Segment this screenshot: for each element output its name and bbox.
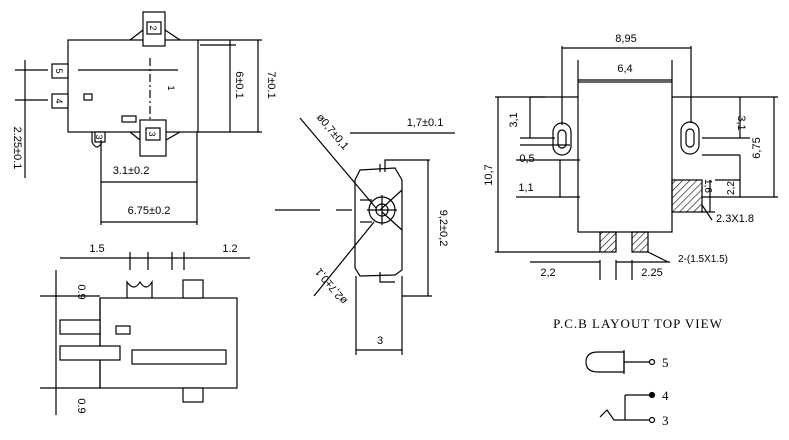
pcb-dim-pad-h: 2,2 <box>726 181 737 195</box>
schematic <box>585 350 656 424</box>
pcb-left-slot <box>552 122 572 156</box>
dim-2-25: 2.25±0.1 <box>11 127 23 170</box>
schematic-pin-4: 4 <box>662 388 669 403</box>
pcb-right-slot <box>680 121 700 155</box>
pcb-dim-slot-width: 0,5 <box>519 153 534 165</box>
pcb-small-pad-1 <box>599 231 617 253</box>
pcb-small-pad-2 <box>631 231 649 253</box>
pcb-dim-right-height: 6,75 <box>751 137 763 158</box>
front-pin-5-label: 5 <box>54 68 64 73</box>
front-pin-1-label: 1 <box>166 85 176 90</box>
pcb-large-pad <box>671 179 703 213</box>
dim-1-5: 1.5 <box>89 243 104 255</box>
dim-0-9-top: 0.9 <box>75 284 87 299</box>
schematic-pin-3: 3 <box>662 413 669 428</box>
front-body <box>67 39 199 133</box>
bottom-view <box>40 252 250 415</box>
pcb-outline <box>577 81 673 233</box>
dim-3-1: 3.1±0.2 <box>113 165 150 177</box>
dim-wall: 1,7±0.1 <box>407 117 444 129</box>
dim-6: 6±0.1 <box>233 71 245 98</box>
front-pin-4-label: 4 <box>54 98 64 103</box>
dim-depth: 3 <box>377 335 383 347</box>
pcb-dim-right-offset: 3,1 <box>735 115 747 130</box>
pcb-caption: P.C.B LAYOUT TOP VIEW <box>553 316 723 331</box>
pin-5-tab <box>51 63 69 79</box>
dim-outer-dia: ø2,7±0,1 <box>313 265 350 306</box>
dim-hole: ø0,7±0,1 <box>314 112 351 153</box>
pcb-layout <box>495 46 778 280</box>
bottom-body <box>99 297 238 389</box>
pcb-dim-pad-size: 2.3X1.8 <box>716 213 754 225</box>
front-view <box>15 11 262 225</box>
pcb-dim-height: 10,7 <box>483 164 495 185</box>
pin-lower-tab <box>139 119 167 157</box>
pcb-dim-pad-w: 1,6 <box>702 179 713 193</box>
side-body <box>354 167 403 277</box>
pcb-dim-small-pads: 2-(1.5X1.5) <box>678 254 728 265</box>
pcb-dim-slot-pos: 1,1 <box>518 182 533 194</box>
front-pin-2-label: 2 <box>148 25 158 30</box>
dim-7: 7±0.1 <box>265 71 277 98</box>
pcb-dim-bottom-left: 2,2 <box>540 267 555 279</box>
front-pin-lower-label: 3 <box>147 131 157 136</box>
front-pin-3-label: 3 <box>94 134 104 139</box>
dim-0-9-bottom: 0.9 <box>75 398 87 413</box>
pcb-dim-inner: 6,4 <box>617 63 632 75</box>
pcb-dim-width: 8,95 <box>615 33 636 45</box>
dim-body-height: 9,2±0,2 <box>437 210 449 247</box>
dim-6-75: 6.75±0.2 <box>128 205 171 217</box>
pcb-dim-bottom-pitch: 2.25 <box>641 267 662 279</box>
side-view <box>275 117 455 355</box>
pcb-dim-left-offset: 3,1 <box>508 112 520 127</box>
schematic-pin-5: 5 <box>662 355 669 370</box>
dim-1-2: 1.2 <box>222 243 237 255</box>
pin-4-tab <box>51 93 69 109</box>
